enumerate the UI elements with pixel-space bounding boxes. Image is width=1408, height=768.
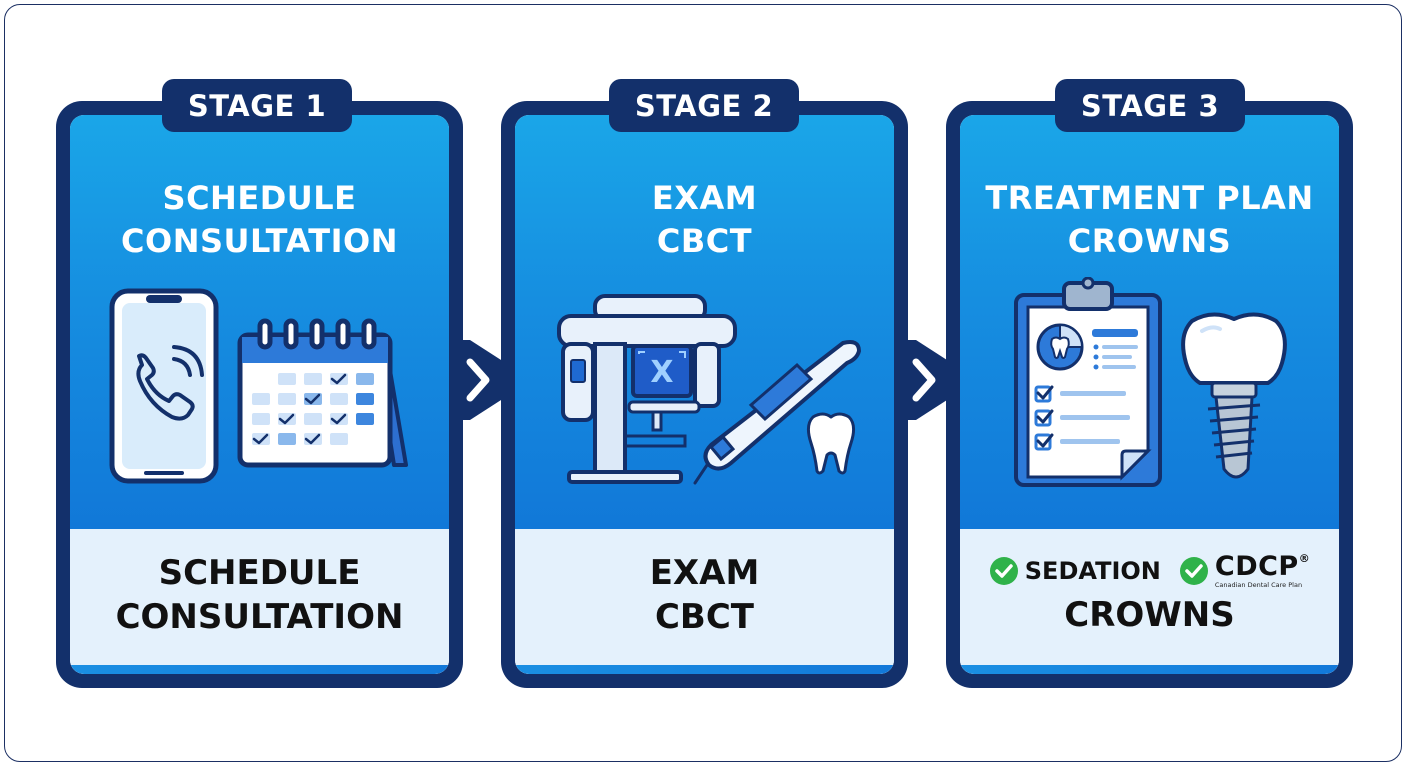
sedation-badge: SEDATION: [989, 556, 1161, 586]
intraoral-scanner-icon: [693, 340, 861, 485]
chevron-right-arrow-icon: [446, 340, 532, 420]
stage-3-bottom-panel: SEDATION CDCP® Canadian Dental Care Plan…: [960, 529, 1339, 674]
stage-3-badges: SEDATION CDCP® Canadian Dental Care Plan: [960, 553, 1339, 589]
stage-2-title-line-2: CBCT: [656, 222, 753, 260]
stage-2-bottom-text: EXAM CBCT: [515, 551, 894, 639]
stage-1-tab: STAGE 1: [162, 79, 352, 132]
cdcp-label: CDCP®: [1215, 553, 1310, 580]
stage-3-tab: STAGE 3: [1055, 79, 1245, 132]
stage-1-top-panel: SCHEDULE CONSULTATION: [70, 115, 449, 529]
stage-1-card: SCHEDULE CONSULTATION: [56, 101, 463, 688]
check-circle-icon: [1179, 556, 1208, 585]
smartphone-call-icon: [109, 288, 219, 484]
stage-2-top-panel: EXAM CBCT X: [515, 115, 894, 529]
stage-3-title-line-1: TREATMENT PLAN: [985, 179, 1314, 217]
stage-2-bottom-panel: EXAM CBCT: [515, 529, 894, 674]
cdcp-badge: CDCP® Canadian Dental Care Plan: [1179, 553, 1310, 589]
cbct-scanner-icon: X: [557, 294, 737, 484]
stage-1-bottom-panel: SCHEDULE CONSULTATION: [70, 529, 449, 674]
stage-3-top-panel: TREATMENT PLAN CROWNS: [960, 115, 1339, 529]
sedation-label: SEDATION: [1024, 556, 1161, 585]
stage-1-title-line-1: SCHEDULE: [162, 179, 357, 217]
stage-3-card: TREATMENT PLAN CROWNS: [946, 101, 1353, 688]
stage-2-bottom-line-2: CBCT: [654, 597, 754, 637]
stage-1-bottom-text: SCHEDULE CONSULTATION: [70, 551, 449, 639]
cdcp-registered-mark: ®: [1298, 552, 1311, 565]
cdcp-text: CDCP: [1214, 551, 1299, 582]
stage-1-title-line-2: CONSULTATION: [121, 222, 398, 260]
stage-2-title: EXAM CBCT: [515, 177, 894, 263]
calendar-icon: [237, 318, 408, 468]
stage-2-title-line-1: EXAM: [651, 179, 758, 217]
cdcp-subtitle: Canadian Dental Care Plan: [1214, 581, 1303, 589]
stage-3-bottom-text: CROWNS: [960, 593, 1339, 637]
svg-text:X: X: [650, 355, 673, 390]
dental-implant-crown-icon: [1181, 312, 1287, 479]
stage-3-title-line-2: CROWNS: [1067, 222, 1232, 260]
stage-3-bottom-line-1: CROWNS: [1064, 595, 1235, 635]
stage-1-title: SCHEDULE CONSULTATION: [70, 177, 449, 263]
stage-1-bottom-line-1: SCHEDULE: [158, 553, 361, 593]
stage-1-bottom-line-2: CONSULTATION: [115, 597, 404, 637]
stage-2-tab: STAGE 2: [609, 79, 799, 132]
stage-2-bottom-line-1: EXAM: [649, 553, 760, 593]
tooth-icon: [806, 412, 856, 475]
chevron-right-arrow-icon: [892, 340, 978, 420]
stage-2-card: EXAM CBCT X: [501, 101, 908, 688]
check-circle-icon: [989, 556, 1018, 585]
stage-3-title: TREATMENT PLAN CROWNS: [960, 177, 1339, 263]
treatment-plan-clipboard-icon: [1014, 277, 1162, 487]
